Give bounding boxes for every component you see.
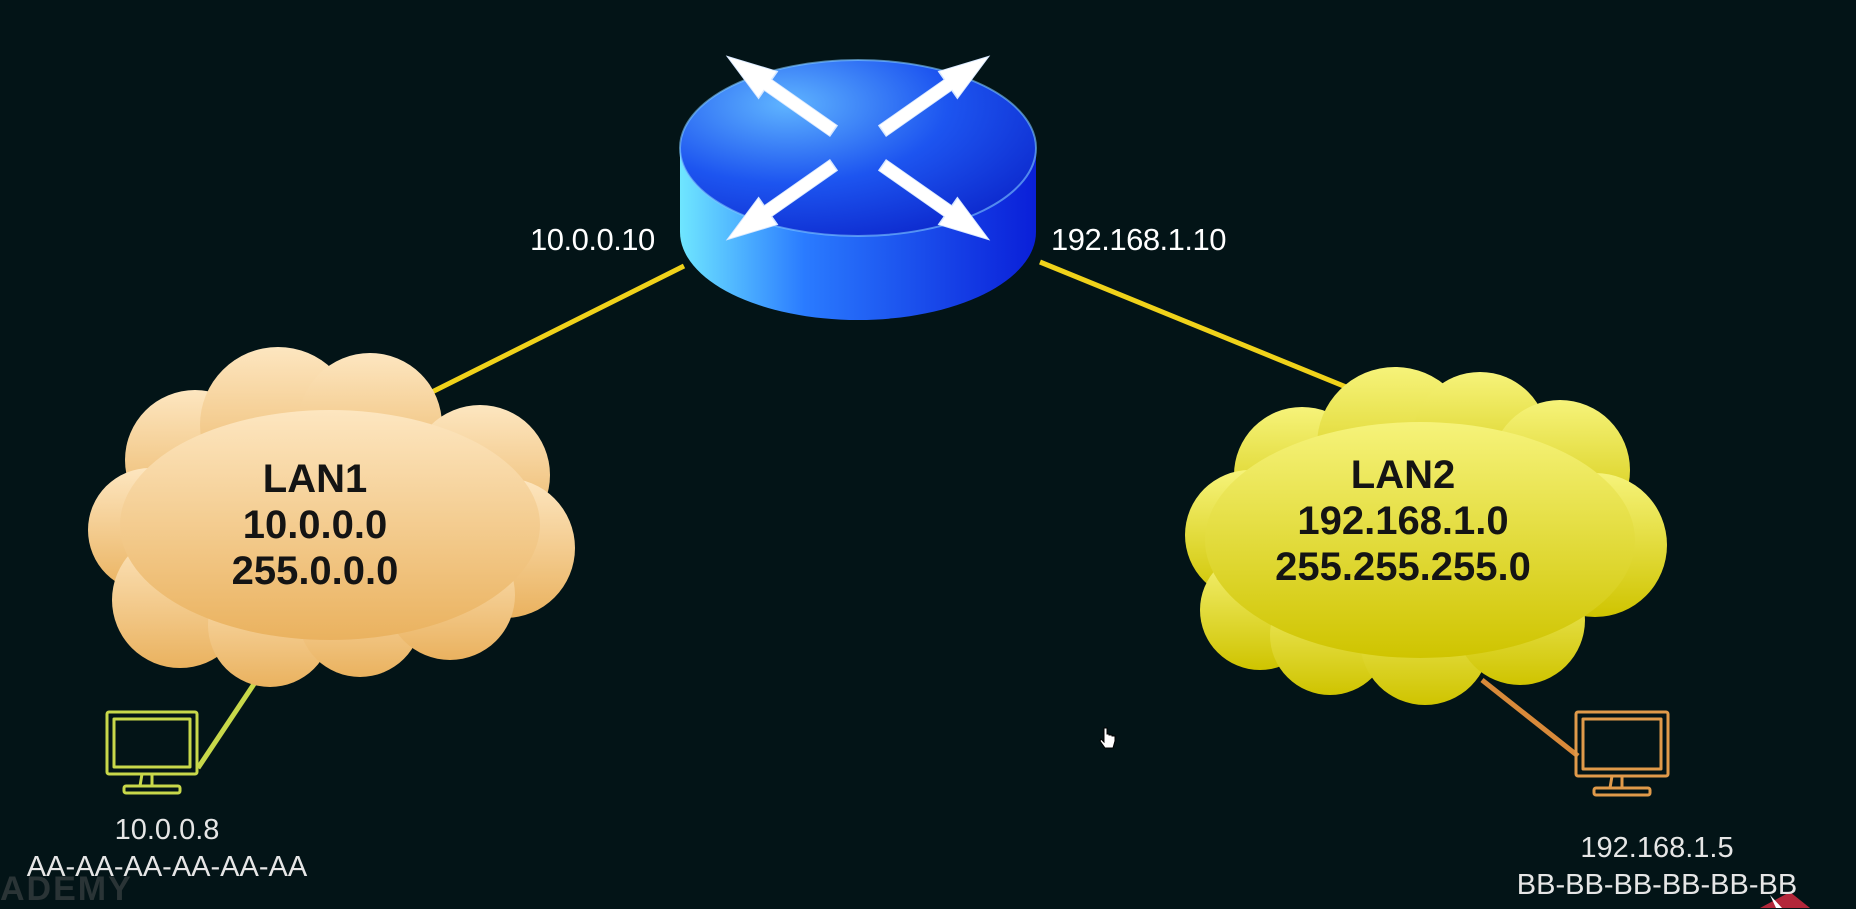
lan1-label: LAN1 10.0.0.0 255.0.0.0: [215, 456, 415, 594]
host1-mac: AA-AA-AA-AA-AA-AA: [26, 851, 308, 883]
lan1-name: LAN1: [262, 457, 368, 501]
monitor-icon[interactable]: [1574, 710, 1670, 797]
host1-label: 10.0.0.8 AA-AA-AA-AA-AA-AA: [0, 812, 334, 886]
host2-ip: 192.168.1.5: [1580, 832, 1734, 864]
lan2-network: 192.168.1.0: [1297, 499, 1509, 543]
lan2-mask: 255.255.255.0: [1275, 545, 1531, 589]
hand-cursor-icon: [1099, 727, 1116, 749]
monitor-icon[interactable]: [105, 710, 199, 795]
link-lan1-host1: [195, 670, 265, 770]
link-router-lan1: [418, 263, 686, 401]
lan2-name: LAN2: [1350, 453, 1456, 497]
lan1-network: 10.0.0.0: [242, 503, 388, 547]
host1-ip: 10.0.0.8: [114, 814, 220, 846]
lan1-cloud[interactable]: [88, 347, 575, 687]
host2-label: 192.168.1.5 BB-BB-BB-BB-BB-BB: [1490, 830, 1824, 904]
corner-badge-icon: [1760, 892, 1810, 908]
lan2-cloud[interactable]: [1185, 367, 1667, 705]
link-lan2-host2: [1480, 678, 1580, 758]
lan2-label: LAN2 192.168.1.0 255.255.255.0: [1253, 452, 1553, 590]
router-icon[interactable]: [679, 43, 1037, 320]
router-left-interface-ip: 10.0.0.10: [530, 222, 655, 257]
router-right-interface-ip: 192.168.1.10: [1051, 222, 1227, 257]
watermark: ADEMY: [0, 870, 133, 908]
lan1-mask: 255.0.0.0: [231, 549, 399, 593]
host2-mac: BB-BB-BB-BB-BB-BB: [1516, 869, 1798, 901]
